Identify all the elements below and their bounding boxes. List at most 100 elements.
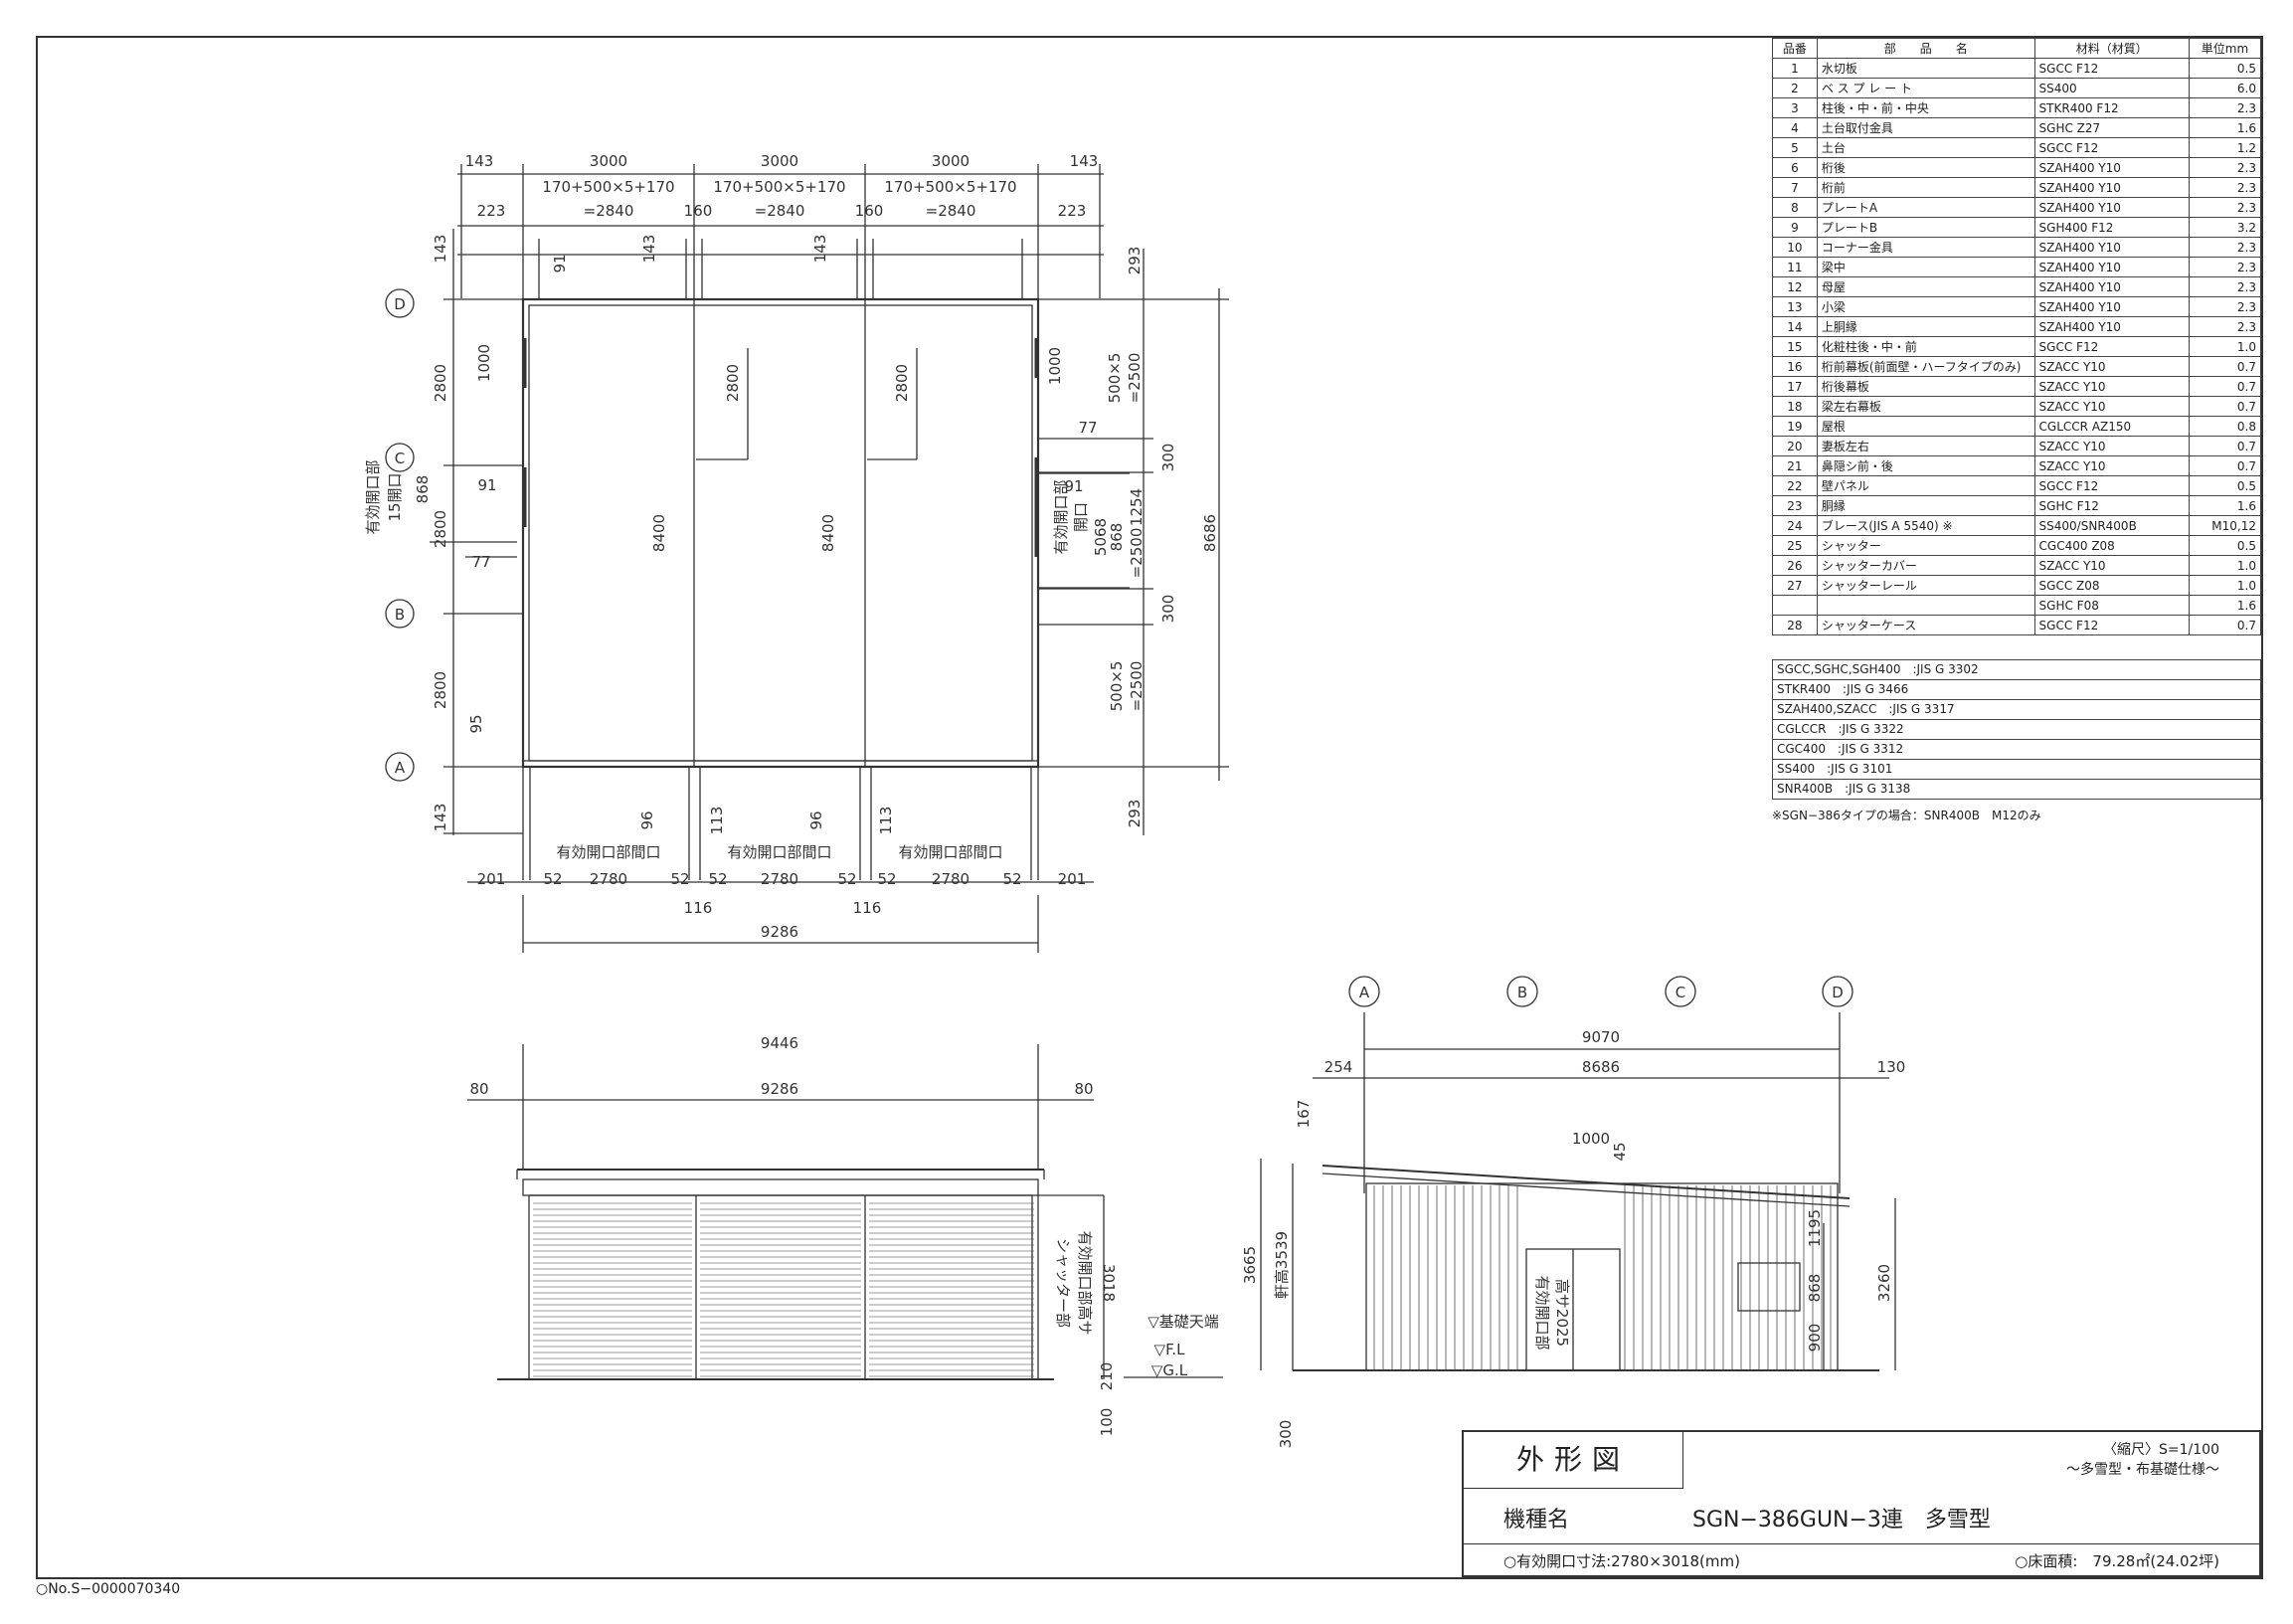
plan-bottom-dim-7: 52 [837,870,856,888]
side-grid-a: A [1359,984,1370,1001]
plan-opening-label-2: 有効開口部間口 [727,843,831,861]
side-right-height: 3260 [1875,1264,1893,1302]
parts-cell-thickness: 1.6 [2188,595,2262,616]
side-roof [1322,1165,1851,1199]
plan-bottom-dim-9: 2780 [932,870,970,888]
plan-bottom-small-1: 96 [638,811,656,829]
plan-bottom-dim-11: 201 [1058,870,1087,888]
parts-cell-name: 化粧柱後・中・前 [1816,336,2035,357]
parts-cell-no: 25 [1772,535,1818,556]
model-row: 機種名 SGN−386GUN−3連 多雪型 [1464,1488,2259,1544]
opening-size: ○有効開口寸法:2780×3018(mm) [1503,1552,1740,1570]
plan-inner-dim-j: 8400 [819,514,837,552]
plan-right-dim-3: =2500 [1126,353,1144,404]
plan-second-dim-4: 223 [1058,202,1087,220]
parts-cell-thickness: 1.6 [2188,495,2262,516]
parts-cell-thickness: 1.0 [2188,555,2262,576]
plan-inner-dim-c: 868 [414,475,432,504]
front-shutter-frame [528,1194,1033,1380]
plan-right-dim-14: 293 [1126,800,1144,828]
side-depth: 8686 [1582,1058,1620,1076]
side-window-dim-3: 900 [1806,1324,1824,1353]
parts-cell-no: 28 [1772,615,1818,635]
plan-post-gap-1: 116 [684,899,713,917]
plan-left-ticks [443,298,523,834]
parts-cell-no: 24 [1772,515,1818,536]
parts-cell-material: SZAH400 Y10 [2033,197,2190,218]
parts-table-header: 品番 部 品 名 材料（材質） 単位mm [1772,38,2262,59]
plan-grid-circle-c [385,443,415,472]
plan-right-dim-9: 1254 [1128,488,1146,526]
side-total-height: 3665 [1241,1246,1259,1284]
parts-cell-material: SZACC Y10 [2033,436,2190,456]
parts-cell-material: SZACC Y10 [2033,356,2190,377]
model-label: 機種名 [1503,1508,1570,1533]
plan-inner-dim-h: 2800 [893,364,911,402]
plan-bottom-dim-1: 201 [477,870,506,888]
plan-bottom-dim-5: 52 [708,870,727,888]
standard-note: SZAH400,SZACC :JIS G 3317 [1772,700,2261,720]
plan-grid-circle-d [385,288,415,318]
parts-cell-material: SGHC Z27 [2033,117,2190,138]
plan-inner-dim-g: 2800 [724,364,742,402]
plan-inner-dim-k: 143 [640,235,658,264]
plan-grid-circle-b [385,599,415,629]
plan-left-opening-label: 有効開口部 [364,459,382,534]
plan-bottom-dim-10: 52 [1002,870,1021,888]
standard-note: CGC400 :JIS G 3312 [1772,740,2261,760]
side-door-label-1: 有効開口部 [1533,1275,1551,1350]
plan-opening-label-1: 有効開口部間口 [556,843,660,861]
side-elevation [1260,1012,1896,1371]
side-window-dim-1: 1195 [1806,1209,1824,1247]
plan-second-dim-2: 160 [684,202,713,220]
plan-grid-circle-a [385,752,415,782]
front-fascia [522,1178,1039,1196]
parts-cell-thickness: 0.7 [2188,376,2262,397]
plan-left-dim-3: 2800 [432,510,449,548]
plan-sub-dim-1: 170+500×5+170 [542,178,674,196]
side-door-label-2: 高サ2025 [1553,1279,1571,1347]
drawing-title: 外形図 [1464,1432,1683,1489]
plan-left-dim-2: 2800 [432,364,449,402]
plan-grid-b: B [395,606,405,624]
header-name: 部 品 名 [1816,38,2035,59]
plan-inner-wall [528,304,1033,762]
front-dim-100: 100 [1098,1408,1116,1437]
side-eave-height: 軒高3539 [1273,1231,1291,1299]
parts-cell-thickness: 0.7 [2188,615,2262,635]
header-material: 材料（材質） [2033,38,2190,59]
plan-bottom-small-3: 96 [807,811,825,829]
plan-right-dim-1: 293 [1126,247,1144,275]
parts-cell-material: SZACC Y10 [2033,376,2190,397]
side-slope-run: 1000 [1572,1130,1610,1148]
front-base-top: ▽基礎天端 [1147,1313,1219,1331]
spec-text: 〜多雪型・布基礎仕様〜 [2066,1462,2219,1478]
parts-cell-thickness: 6.0 [2188,78,2262,98]
front-fl: ▽F.L [1154,1341,1186,1358]
plan-right-dim-2: 500×5 [1106,353,1124,404]
sheet-frame [36,36,2263,1579]
parts-cell-thickness: 0.7 [2188,436,2262,456]
front-shutter-height: 3018 [1100,1264,1118,1302]
plan-right-opening-label-3: 5068 [1092,518,1110,556]
plan-left-dim-4: 2800 [432,671,449,709]
plan-sub-eq-3: =2840 [926,202,976,220]
plan-second-dim-3: 160 [855,202,884,220]
scale-block: 〈縮尺〉S=1/100 〜多雪型・布基礎仕様〜 [2066,1440,2219,1480]
front-eave-right: 80 [1074,1080,1093,1098]
parts-footnote: ※SGN−386タイプの場合：SNR400B M12のみ [1772,809,2041,822]
plan-sub-eq-2: =2840 [755,202,805,220]
parts-cell-material: SGCC F12 [2033,336,2190,357]
plan-right-dim-11: 300 [1159,595,1177,624]
front-overall: 9446 [761,1034,798,1052]
